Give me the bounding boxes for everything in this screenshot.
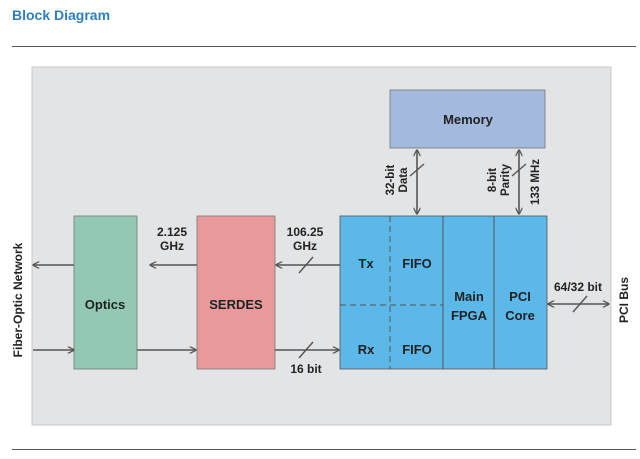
pci-core-label-line1: PCI: [509, 289, 531, 304]
bus-slash-data: [409, 163, 425, 177]
rx-label: Rx: [358, 342, 375, 357]
top-divider: [12, 46, 636, 47]
memory-label: Memory: [443, 112, 494, 127]
fifo-top-label: FIFO: [402, 256, 432, 271]
serdes-label: SERDES: [209, 297, 263, 312]
bus-64-32-label: 64/32 bit: [554, 280, 602, 294]
clock-133mhz-label: 133 MHz: [530, 159, 542, 205]
pci-bus-label: PCI Bus: [617, 277, 631, 323]
bits-16-label: 16 bit: [290, 362, 321, 376]
main-fpga-label-line2: FPGA: [451, 308, 488, 323]
parity-8bit-line1: 8-bit: [487, 168, 499, 192]
tx-label: Tx: [358, 256, 374, 271]
page-title: Block Diagram: [12, 7, 111, 23]
serdes-block: [196, 215, 276, 370]
optics-block: [73, 215, 138, 370]
bus-slash-pci: [572, 295, 588, 313]
main-fpga-label-line1: Main: [454, 289, 484, 304]
bottom-divider: [12, 449, 636, 450]
data-32bit-line2: Data: [398, 167, 410, 193]
fiber-optic-network-label: Fiber-Optic Network: [11, 242, 25, 357]
data-32bit-line1: 32-bit: [385, 164, 397, 195]
freq-2125-line2: GHz: [160, 239, 184, 253]
bus-slash-106: [298, 256, 314, 274]
freq-10625-line2: GHz: [293, 239, 317, 253]
fifo-bottom-label: FIFO: [402, 342, 432, 357]
pci-core-label-line2: Core: [505, 308, 535, 323]
optics-label: Optics: [85, 297, 125, 312]
parity-8bit-line2: Parity: [500, 163, 512, 196]
freq-2125-line1: 2.125: [157, 225, 187, 239]
memory-block: [389, 89, 546, 149]
bus-slash-16bit: [298, 341, 314, 359]
freq-10625-line1: 106.25: [287, 225, 324, 239]
bus-slash-parity: [511, 163, 527, 177]
